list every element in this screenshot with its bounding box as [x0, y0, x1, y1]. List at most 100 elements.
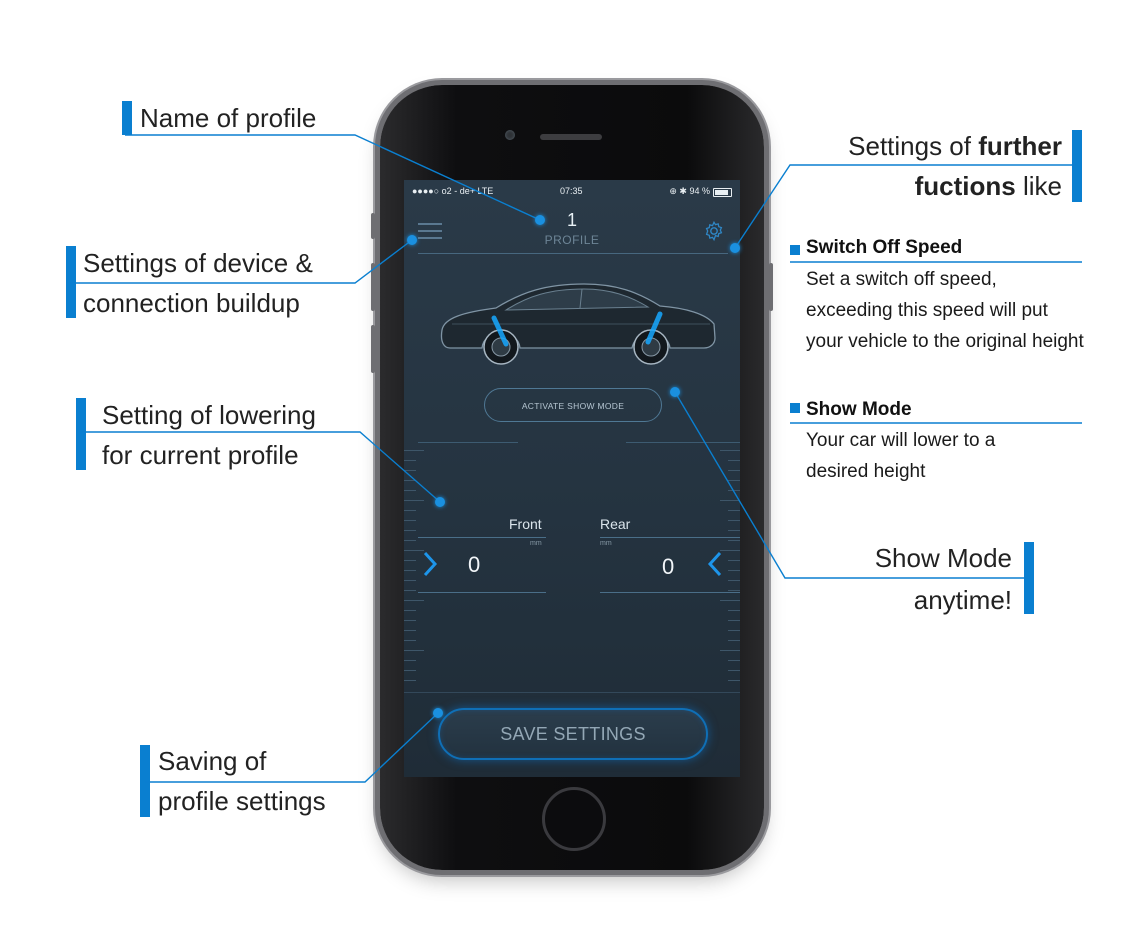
- rear-unit: mm: [600, 540, 612, 547]
- profile-number: 1: [566, 210, 577, 230]
- side-show-mode-text: Your car will lower to a desired height: [806, 430, 996, 482]
- battery-icon: [713, 188, 732, 197]
- front-unit: mm: [530, 540, 542, 547]
- rear-value[interactable]: 0: [662, 554, 675, 579]
- status-battery-text: ⊕ ✱ 94 %: [669, 186, 710, 196]
- car-image: [440, 283, 716, 365]
- scale-tick: [728, 590, 740, 591]
- home-button[interactable]: [542, 787, 606, 851]
- scale-tick: [404, 570, 416, 571]
- annotation-further-2: fuctions like: [760, 166, 1062, 206]
- annotation-bar-lowering: [76, 398, 86, 470]
- scale-tick: [404, 550, 424, 551]
- rear-bottom-line: [600, 592, 740, 593]
- power-key: [769, 263, 773, 311]
- scale-tick: [728, 680, 740, 681]
- scale-tick: [404, 660, 416, 661]
- marker-lowering: [435, 497, 445, 507]
- chevron-left-icon[interactable]: [707, 550, 723, 578]
- marker-saving: [433, 708, 443, 718]
- scale-tick: [404, 460, 416, 461]
- annotation-saving-1: Saving of: [158, 746, 267, 776]
- save-settings-button[interactable]: SAVE SETTINGS: [438, 708, 708, 760]
- annotation-show-mode-1: Show Mode: [874, 543, 1012, 573]
- scale-tick: [404, 590, 416, 591]
- chevron-right-icon[interactable]: [422, 550, 438, 578]
- annotation-further-1: Settings of further: [760, 126, 1062, 166]
- scale-tick: [404, 490, 416, 491]
- annotation-lowering-1: Setting of lowering: [102, 400, 316, 430]
- annotation-saving-2: profile settings: [158, 786, 326, 816]
- lower-divider: [404, 692, 740, 693]
- scale-tick: [404, 450, 424, 451]
- marker-show-mode: [670, 387, 680, 397]
- front-label: Front: [509, 516, 542, 532]
- side-switch-off-title: Switch Off Speed: [806, 237, 963, 258]
- rear-top-line: [600, 537, 740, 538]
- scale-tick: [728, 490, 740, 491]
- scale-tick: [728, 470, 740, 471]
- annotation-name-of-profile: Name of profile: [140, 103, 317, 133]
- status-time: 07:35: [560, 186, 583, 196]
- scale-tick: [404, 610, 416, 611]
- scale-tick: [728, 570, 740, 571]
- scale-tick: [728, 580, 740, 581]
- scale-tick: [728, 620, 740, 621]
- front-bottom-line: [418, 592, 546, 593]
- scale-tick: [720, 450, 740, 451]
- annotation-settings-device-2: connection buildup: [83, 288, 300, 318]
- scale-tick: [728, 660, 740, 661]
- annotation-bar-show-mode: [1024, 542, 1034, 614]
- annotation-further-2-suffix: like: [1015, 171, 1062, 201]
- scale-tick: [728, 510, 740, 511]
- scale-tick: [720, 600, 740, 601]
- header-divider: [418, 253, 728, 254]
- marker-name-of-profile: [535, 215, 545, 225]
- scale-tick: [404, 630, 416, 631]
- annotation-show-mode-2: anytime!: [913, 585, 1012, 615]
- scale-tick: [404, 650, 424, 651]
- mute-switch: [371, 213, 375, 239]
- side-switch-off-text: Set a switch off speed, exceeding this s…: [806, 269, 1084, 352]
- scale-tick: [404, 480, 416, 481]
- scale-tick: [728, 460, 740, 461]
- status-carrier: ●●●●○ o2 - de+ LTE: [412, 186, 494, 196]
- scale-tick: [404, 530, 416, 531]
- annotation-bar-name: [122, 101, 132, 135]
- app-screen: ●●●●○ o2 - de+ LTE 07:35 ⊕ ✱ 94 % 1 PROF…: [404, 180, 740, 777]
- profile-label: PROFILE: [544, 233, 600, 247]
- scale-tick: [404, 640, 416, 641]
- annotation-settings-device-1: Settings of device &: [83, 248, 313, 278]
- scale-tick: [404, 680, 416, 681]
- marker-further: [730, 243, 740, 253]
- rear-label: Rear: [600, 516, 631, 532]
- scale-tick: [720, 650, 740, 651]
- scale-tick: [404, 670, 416, 671]
- upper-divider-left: [418, 442, 518, 443]
- scale-tick: [720, 550, 740, 551]
- scale-tick: [404, 580, 416, 581]
- annotation-bar-saving: [140, 745, 150, 817]
- scale-tick: [728, 540, 740, 541]
- scale-tick: [404, 470, 416, 471]
- gear-icon[interactable]: [703, 220, 725, 242]
- annotation-bar-device: [66, 246, 76, 318]
- scale-tick: [728, 670, 740, 671]
- volume-down-key: [371, 325, 375, 373]
- annotation-lowering-2: for current profile: [102, 440, 299, 470]
- scale-tick: [720, 500, 740, 501]
- scale-tick: [404, 620, 416, 621]
- scale-tick: [728, 560, 740, 561]
- front-value[interactable]: 0: [468, 552, 481, 577]
- front-top-line: [418, 537, 546, 538]
- scale-tick: [404, 540, 416, 541]
- scale-tick: [728, 630, 740, 631]
- activate-show-mode-button[interactable]: ACTIVATE SHOW MODE: [484, 388, 662, 422]
- volume-up-key: [371, 263, 375, 311]
- scale-tick: [404, 500, 424, 501]
- scale-tick: [404, 560, 416, 561]
- scale-tick: [728, 480, 740, 481]
- earpiece-speaker: [540, 134, 602, 140]
- marker-settings-device: [407, 235, 417, 245]
- menu-icon[interactable]: [418, 223, 442, 241]
